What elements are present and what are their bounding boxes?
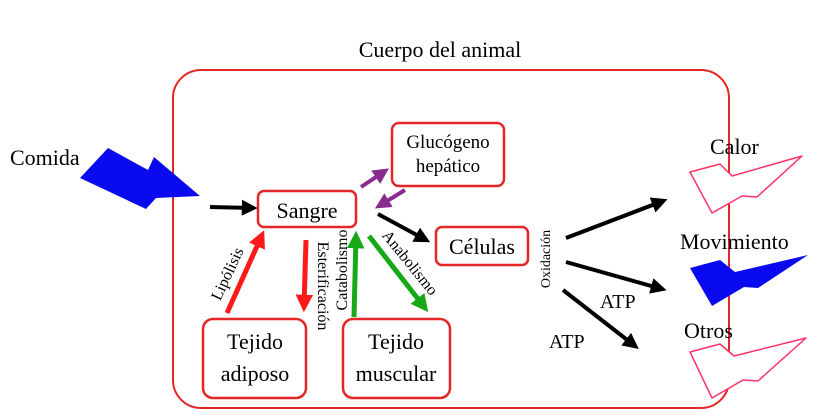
tejido-muscular-label-line1: Tejido bbox=[368, 329, 424, 354]
celulas-to-calor-arrow bbox=[565, 197, 668, 240]
comida-label: Comida bbox=[10, 145, 80, 170]
glucogeno-label-line1: Glucógeno bbox=[406, 132, 489, 153]
glucogeno-node bbox=[390, 121, 506, 188]
tejido-muscular-label-line2: muscular bbox=[356, 361, 437, 386]
lipolisis-arrow bbox=[224, 230, 265, 315]
tejido-muscular-node bbox=[341, 317, 452, 400]
esterificacion-label: Esterificación bbox=[314, 242, 331, 331]
catabolismo-arrow bbox=[346, 230, 365, 318]
tejido-adiposo-node bbox=[201, 317, 308, 400]
tejido-adiposo-label-line2: adiposo bbox=[221, 361, 289, 386]
movimiento-label: Movimiento bbox=[680, 229, 789, 254]
anabolismo-arrow bbox=[367, 234, 429, 313]
calor-label: Calor bbox=[710, 134, 760, 159]
celulas-node bbox=[434, 225, 530, 267]
sangre-to-glucogeno-arrow bbox=[359, 168, 389, 189]
otros-arrow bbox=[689, 337, 807, 399]
sangre-label: Sangre bbox=[276, 198, 337, 223]
movimiento-arrow bbox=[690, 255, 808, 306]
celulas-to-movimiento-arrow bbox=[565, 260, 667, 294]
oxidacion-label: Oxidación bbox=[539, 230, 554, 288]
lipolisis-label: Lipólisis bbox=[208, 245, 247, 303]
otros-label: Otros bbox=[684, 318, 733, 343]
animal-body-region bbox=[172, 69, 730, 409]
calor-arrow bbox=[689, 155, 803, 214]
glucogeno-to-sangre-arrow bbox=[374, 188, 407, 209]
celulas-to-otros-arrow bbox=[561, 288, 639, 349]
comida-arrow bbox=[80, 148, 200, 209]
atp-lower-label: ATP bbox=[549, 331, 585, 353]
tejido-adiposo-label-line1: Tejido bbox=[227, 329, 283, 354]
atp-upper-label: ATP bbox=[600, 291, 636, 313]
celulas-label: Células bbox=[449, 234, 515, 259]
sangre-node bbox=[256, 189, 358, 229]
diagram-title: Cuerpo del animal bbox=[359, 37, 522, 62]
catabolismo-label: Catabolismo bbox=[334, 230, 351, 311]
esterificacion-arrow bbox=[295, 239, 314, 313]
glucogeno-label-line2: hepático bbox=[416, 156, 480, 177]
sangre-to-celulas-arrow bbox=[377, 212, 431, 243]
food-to-sangre-arrow bbox=[209, 199, 258, 216]
